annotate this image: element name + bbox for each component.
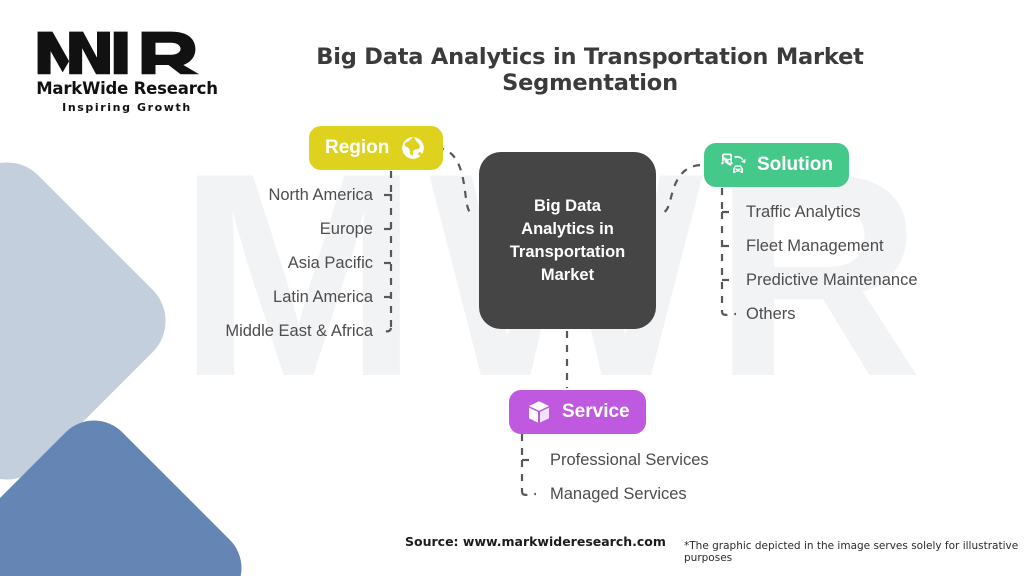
branch-label-region: Region [325,137,390,158]
transport-vehicles-icon [720,151,748,179]
branch-label-solution: Solution [757,154,833,175]
leaf-solution-2: Predictive Maintenance [746,271,918,289]
connector-region-leaf-4 [378,327,393,333]
source-label: Source: www.markwideresearch.com [405,534,666,549]
branch-badge-region[interactable]: Region [309,126,444,170]
leaf-region-1: Europe [319,220,373,238]
leaf-solution-1: Fleet Management [746,237,884,255]
box-3d-icon [525,398,553,426]
brand-tagline: Inspiring Growth [62,101,192,114]
connector-solution-to-center [663,163,701,214]
center-node-label: Big Data Analytics in Transportation Mar… [509,196,626,284]
center-node: Big Data Analytics in Transportation Mar… [479,152,656,329]
globe-icon [399,134,427,162]
branch-label-service: Service [562,401,630,422]
leaf-region-0: North America [268,186,373,204]
disclaimer-label: *The graphic depicted in the image serve… [684,540,1019,564]
brand-name: MarkWide Research [36,79,218,98]
mwr-logomark-icon [37,31,200,75]
connector-service-leaf-1 [520,491,537,496]
brand-logo: MarkWide Research Inspiring Growth [32,26,222,114]
leaf-service-1: Managed Services [550,485,687,503]
leaf-region-2: Asia Pacific [287,254,373,272]
leaf-service-0: Professional Services [550,451,709,469]
leaf-solution-3: Others [746,305,796,323]
connector-solution-leaf-3 [720,311,737,316]
branch-badge-service[interactable]: Service [509,390,646,434]
connector-region-to-center [436,146,471,213]
leaf-solution-0: Traffic Analytics [746,203,861,221]
page-title: Big Data Analytics in Transportation Mar… [316,44,864,96]
leaf-region-4: Middle East & Africa [225,322,373,340]
branch-badge-solution[interactable]: Solution [704,143,849,187]
leaf-region-3: Latin America [273,288,373,306]
